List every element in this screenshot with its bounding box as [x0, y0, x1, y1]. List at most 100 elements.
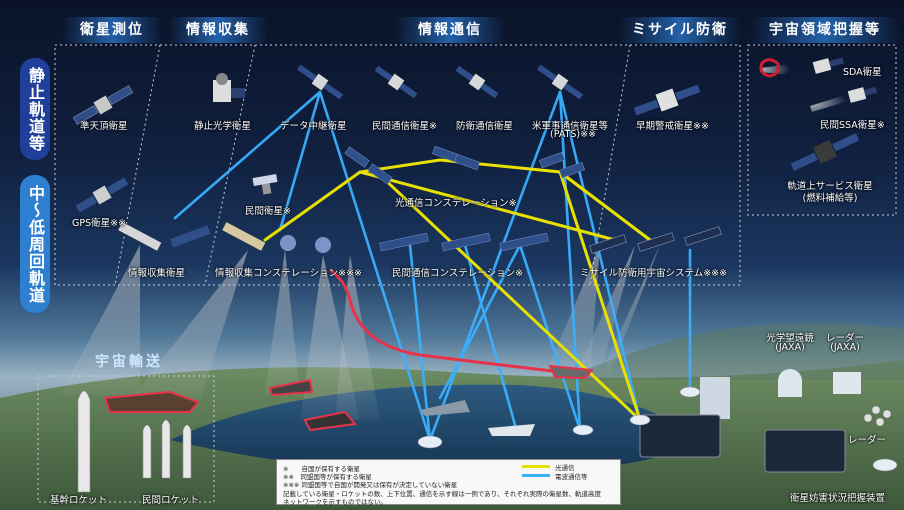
label-radar-jaxa: レーダー [825, 333, 864, 344]
category-intelligence: 情報収集 [168, 17, 268, 43]
target-vessel-icon [103, 390, 200, 413]
orbit-label-leo: 中〜低周回軌道 [20, 175, 50, 313]
label-gps: GPS衛星※※ [72, 218, 127, 229]
gps-satellite-icon [75, 177, 129, 213]
distant-land [560, 323, 904, 380]
optical-link [558, 170, 652, 242]
radio-link [558, 90, 642, 422]
legend-radio-label: 電波通信等 [555, 473, 588, 481]
destroyer-icon [420, 400, 470, 416]
label-data-relay: データ中継衛星 [280, 121, 347, 132]
beam-intel-sat [60, 245, 140, 395]
label-radar: レーダー [848, 435, 887, 446]
label-pats: (PATS)※※ [550, 129, 597, 140]
coast-guard-ship-icon [488, 424, 535, 436]
rockets [77, 390, 192, 493]
us-military-comm-satellite-icon [536, 64, 584, 100]
label-missile-defense-system: ミサイル防衛用宇宙システム※※※ [580, 268, 728, 279]
legend-note-3: ※※※ 同盟国等で自国が開発又は保有が決定していない衛星 [283, 481, 458, 489]
legend-note-1: ※ 自国が保有する衛星 [283, 465, 360, 473]
label-defense-comm: 防衛通信衛星 [456, 121, 514, 132]
radio-link [428, 90, 562, 442]
label-sda-sat: SDA衛星 [843, 67, 882, 78]
optical-link [378, 173, 642, 422]
ground-assets [103, 369, 898, 473]
radio-link [518, 243, 582, 432]
label-qzss: 準天頂衛星 [80, 121, 128, 132]
label-commercial-comm-constellation: 民間通信コンステレーション※ [392, 268, 524, 279]
radio-link [438, 243, 522, 400]
legend-footer-1: 記載している衛星・ロケットの数、上下位置、通信を示す線は一例であり、それぞれ実際… [283, 490, 601, 498]
legend-radio-swatch [522, 474, 550, 477]
label-on-orbit-service-sub: (燃料補給等) [802, 193, 858, 204]
label-optical-constellation: 光通信コンステレーション※ [395, 198, 517, 209]
space-domain-box [747, 44, 897, 216]
label-early-warning: 早期警戒衛星※※ [636, 121, 709, 132]
commercial-ssa-satellite-icon [847, 86, 878, 103]
intel-satellite-icons [118, 222, 331, 253]
legend: ※ 自国が保有する衛星 ※※ 同盟国等が保有する衛星 ※※※ 同盟国等で自国が開… [276, 459, 621, 506]
optical-links [263, 158, 652, 422]
label-on-orbit-service: 軌道上サービス衛星 [787, 181, 873, 192]
label-geo-optical: 静止光学衛星 [194, 121, 252, 132]
label-ssa-system: 衛星妨害状況把握装置 [790, 493, 886, 504]
label-commercial-ssa: 民間SSA衛星※ [820, 120, 885, 131]
orbit-area-box [54, 44, 741, 286]
orbit-label-geo: 静止軌道等 [20, 58, 50, 160]
radio-link [408, 243, 432, 442]
label-intel-constellation: 情報収集コンステレーション※※※ [215, 268, 363, 279]
label-us-military-comm: 米軍事通信衛星等 [532, 121, 609, 132]
category-positioning: 衛星測位 [62, 17, 162, 43]
missile-defense-constellation-icons [589, 226, 722, 254]
radio-link [463, 243, 517, 427]
on-orbit-service-satellite-icon [790, 133, 860, 171]
space-debris-icon [759, 58, 780, 78]
label-radar-jaxa-org: (JAXA) [830, 342, 860, 353]
label-commercial-rocket: 民間ロケット [142, 495, 200, 506]
optical-constellation-icons [344, 145, 586, 185]
red-link [268, 268, 595, 397]
transport-box [37, 375, 215, 503]
legend-optical-swatch [522, 465, 550, 468]
label-commercial-comm: 民間通信衛星※ [372, 121, 437, 132]
radio-link [278, 90, 322, 232]
red-link-line [329, 268, 571, 375]
category-missile-defense: ミサイル防衛 [620, 17, 740, 43]
control-center-icon [639, 414, 721, 458]
building-icon [700, 377, 730, 419]
radar-array-icons [863, 405, 892, 427]
radio-link [318, 90, 432, 442]
radio-links [173, 90, 692, 442]
qzss-satellite-icon [72, 85, 134, 125]
satellites [72, 57, 878, 254]
category-space-domain: 宇宙領域把握等 [750, 17, 900, 43]
optical-link [358, 170, 617, 242]
commercial-satellite-icon [252, 173, 278, 195]
commercial-comm-satellite-icon [374, 65, 418, 99]
optical-link [558, 170, 642, 422]
legend-optical-label: 光通信 [555, 464, 575, 472]
target-ship [548, 364, 595, 380]
space-transport-title: 宇宙輸送 [95, 354, 163, 370]
label-optical-telescope: 光学望遠鏡 [766, 333, 814, 344]
legend-footer-2: ネットワークを示すものではない。 [283, 498, 387, 506]
label-commercial-sat: 民間衛星※ [245, 206, 291, 217]
data-relay-satellite-icon [296, 64, 344, 100]
label-key-rocket: 基幹ロケット [50, 495, 108, 506]
defense-comm-satellite-icon [455, 65, 499, 99]
category-communication: 情報通信 [395, 17, 505, 43]
key-rocket-icon [77, 390, 91, 493]
label-intel-sat: 情報収集衛星 [128, 268, 186, 279]
early-warning-satellite-icon [633, 84, 701, 116]
radar-dome-icon [833, 372, 861, 394]
geo-optical-satellite-icon [213, 73, 245, 102]
region-boxes [37, 44, 897, 503]
commercial-rocket-icon [142, 424, 152, 479]
commercial-comm-constellation-icons [379, 232, 549, 252]
legend-note-2: ※※ 同盟国等が保有する衛星 [283, 473, 372, 481]
sda-satellite-icon [812, 57, 845, 74]
radio-link [173, 90, 322, 220]
label-optical-telescope-org: (JAXA) [775, 342, 805, 353]
